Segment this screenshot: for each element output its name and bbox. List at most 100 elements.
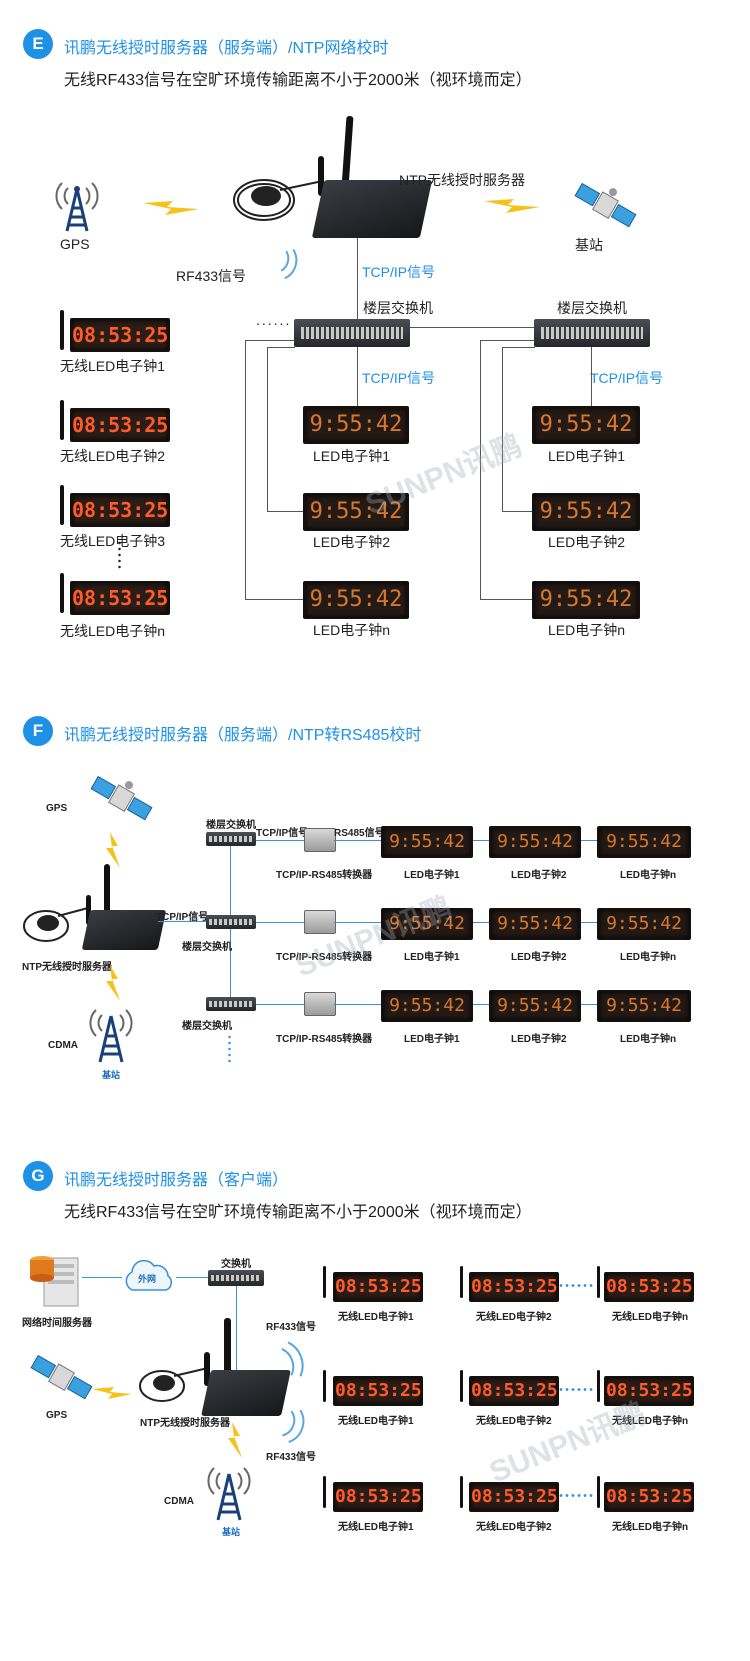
g-switch-label: 交换机: [221, 1259, 251, 1270]
wire: [480, 599, 532, 600]
wireless-led-clock-1: 08:53:25: [70, 318, 170, 352]
g-rf-bottom-label: RF433信号: [266, 1452, 317, 1463]
rf-wave-icon: [281, 1341, 304, 1377]
led-clock-right-label-2: LED电子钟2: [548, 534, 626, 550]
g-dots: [558, 1284, 594, 1287]
f-switch-label-3: 楼层交换机: [182, 1021, 232, 1032]
lightning-icon: [228, 1422, 242, 1458]
satellite-icon: [30, 1354, 93, 1400]
rf-wave-icon: [282, 1410, 305, 1443]
g-clock-label: 无线LED电子钟1: [338, 1416, 414, 1427]
section-e-subtitle: 无线RF433信号在空旷环境传输距离不小于2000米（视环境而定）: [64, 72, 532, 89]
g-clock-label: 无线LED电子钟2: [476, 1416, 552, 1427]
g-led-clock-r3-1: 08:53:25: [333, 1482, 423, 1512]
f-clock-label: LED电子钟n: [620, 952, 677, 963]
g-line: [82, 1277, 122, 1278]
lightning-icon: [106, 965, 120, 1001]
led-clock-right-label-1: LED电子钟1: [548, 448, 626, 464]
vertical-dots: [118, 540, 121, 570]
f-more-dots: [228, 1034, 231, 1064]
g-clock-label: 无线LED电子钟2: [476, 1312, 552, 1323]
wire: [502, 347, 503, 512]
server-antenna-small: [318, 156, 324, 196]
f-led-clock-r1-1: 9:55:42: [381, 826, 473, 858]
section-g-badge: G: [23, 1161, 53, 1191]
g-gps-label: GPS: [46, 1410, 68, 1421]
f-ntp-server-label: NTP无线授时服务器: [22, 962, 112, 973]
g-internet-label: 外网: [138, 1274, 157, 1284]
g-dots: [558, 1388, 594, 1391]
switch-label-right: 楼层交换机: [557, 300, 627, 316]
wire: [480, 340, 481, 600]
f-rs485-label-1: RS485信号: [334, 828, 385, 839]
lightning-icon: [92, 1387, 132, 1399]
network-server-icon: [30, 1256, 79, 1307]
g-clock-label: 无线LED电子钟n: [612, 1312, 689, 1323]
f-row-line: [256, 1004, 304, 1005]
g-switch-server-line: [236, 1286, 237, 1376]
g-clock-label: 无线LED电子钟2: [476, 1522, 552, 1533]
cell-tower-icon: [207, 1467, 251, 1521]
f-base-label: 基站: [102, 1070, 121, 1080]
gps-label: GPS: [60, 236, 90, 252]
f-clock-label: LED电子钟n: [620, 1034, 677, 1045]
f-led-clock-r2-2: 9:55:42: [489, 908, 581, 940]
g-clock-label: 无线LED电子钟1: [338, 1312, 414, 1323]
g-net-server-label: 网络时间服务器: [22, 1318, 92, 1329]
ntp-server-label: NTP无线授时服务器: [399, 172, 525, 188]
f-switch-2: [206, 915, 256, 929]
server-to-switch-line: [357, 238, 358, 320]
gps-antenna-icon: [139, 1367, 209, 1402]
clock-antenna: [60, 485, 64, 525]
section-e-title: 讯鹏无线授时服务器（服务端）/NTP网络校时: [64, 40, 389, 57]
f-gps-label: GPS: [46, 803, 68, 814]
f-cdma-label: CDMA: [48, 1040, 78, 1051]
f-clock-label: LED电子钟2: [511, 870, 567, 881]
led-clock-left-n: 9:55:42: [303, 581, 409, 619]
gps-tower-icon: [55, 182, 99, 232]
section-e-badge: E: [23, 29, 53, 59]
section-g-title: 讯鹏无线授时服务器（客户端）: [64, 1172, 289, 1189]
f-led-clock-r3-1: 9:55:42: [381, 990, 473, 1022]
lightning-icon: [484, 199, 540, 213]
f-converter-label-1: TCP/IP-RS485转换器: [276, 870, 373, 881]
g-clock-label: 无线LED电子钟n: [612, 1416, 689, 1427]
led-clock-right-2: 9:55:42: [532, 493, 640, 531]
f-clock-label: LED电子钟1: [404, 952, 460, 963]
f-clock-label: LED电子钟1: [404, 870, 460, 881]
g-clock-label: 无线LED电子钟n: [612, 1522, 689, 1533]
f-row-line: [256, 922, 304, 923]
wire: [245, 340, 295, 341]
g-led-clock-r3-2: 08:53:25: [469, 1482, 559, 1512]
f-server-line: [158, 921, 206, 922]
f-tcp-row-label-1: TCP/IP信号: [256, 828, 309, 839]
g-ntp-server-device: [201, 1370, 291, 1416]
server-antenna: [104, 864, 110, 920]
f-clock-label: LED电子钟2: [511, 952, 567, 963]
satellite-icon: [90, 775, 153, 821]
wire: [480, 340, 535, 341]
g-clock-label: 无线LED电子钟1: [338, 1522, 414, 1533]
cloud-icon: [125, 1259, 172, 1291]
cell-tower-icon: [89, 1009, 133, 1063]
satellite-icon: [574, 182, 637, 228]
clock-antenna: [460, 1476, 463, 1508]
wireless-clock-label-1: 无线LED电子钟1: [60, 358, 166, 374]
clock-antenna: [323, 1370, 326, 1402]
f-converter-label-2: TCP/IP-RS485转换器: [276, 952, 373, 963]
led-clock-right-label-n: LED电子钟n: [548, 622, 626, 638]
clock-antenna: [323, 1476, 326, 1508]
f-switch-3: [206, 997, 256, 1011]
wireless-led-clock-2: 08:53:25: [70, 408, 170, 442]
tcp-label-right: TCP/IP信号: [590, 370, 664, 386]
tcp-label-left: TCP/IP信号: [362, 370, 436, 386]
g-led-clock-r2-1: 08:53:25: [333, 1376, 423, 1406]
led-clock-left-label-n: LED电子钟n: [313, 622, 391, 638]
g-led-clock-r1-1: 08:53:25: [333, 1272, 423, 1302]
g-led-clock-r2-2: 08:53:25: [469, 1376, 559, 1406]
wire: [357, 347, 358, 407]
clock-antenna: [60, 310, 64, 350]
wireless-led-clock-3: 08:53:25: [70, 493, 170, 527]
f-clock-label: LED电子钟n: [620, 870, 677, 881]
f-switch-label-1: 楼层交换机: [206, 820, 256, 831]
